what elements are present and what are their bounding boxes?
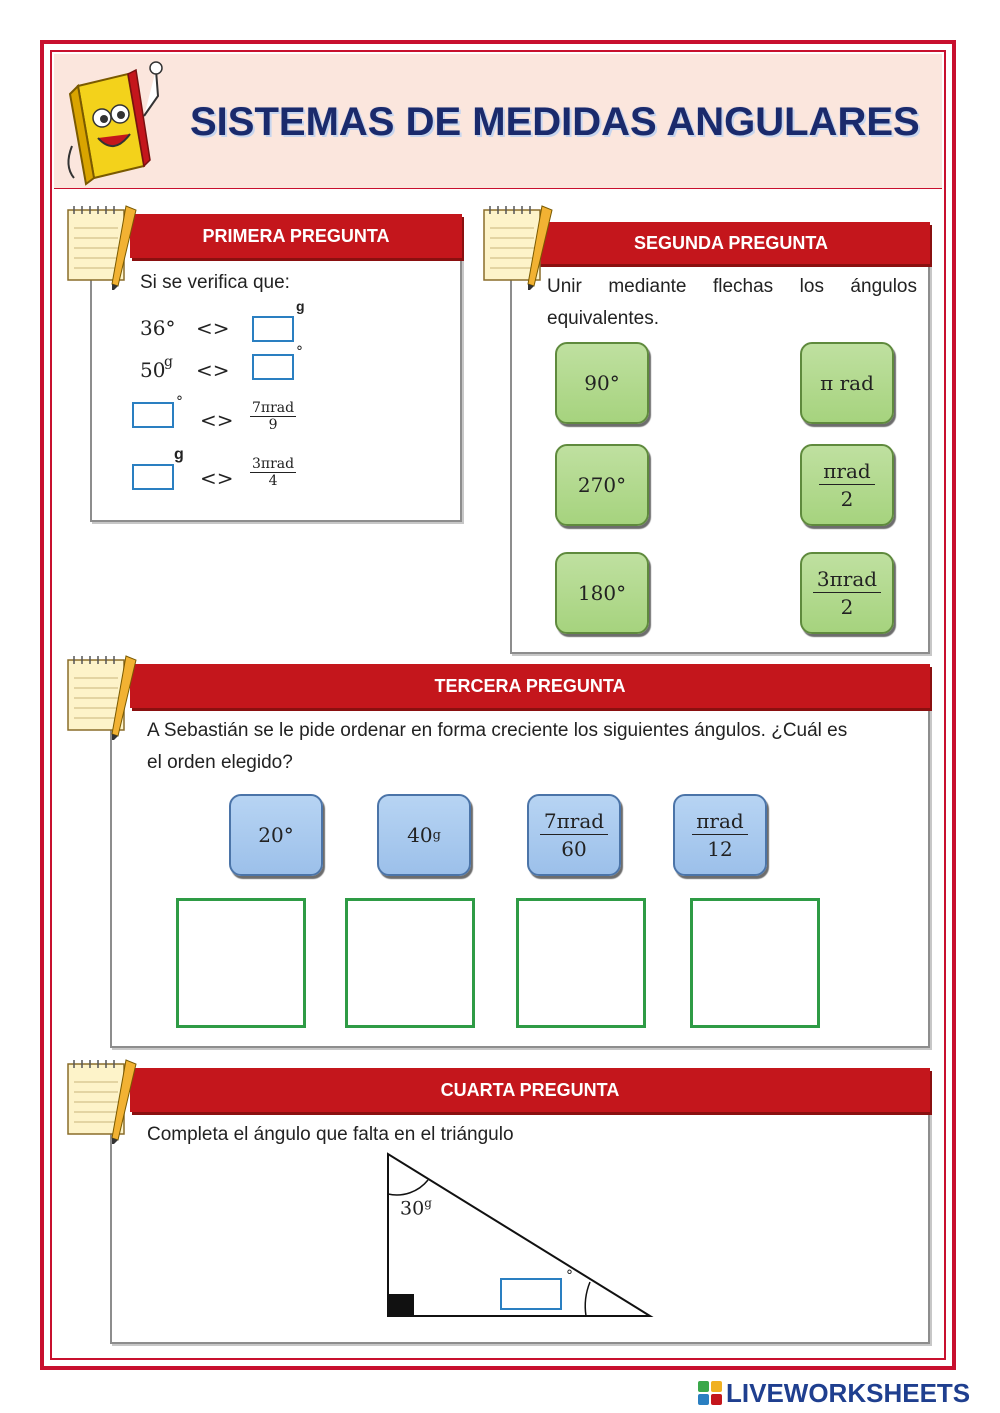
q2-instruction-line1: Unir mediante flechas los ángulos xyxy=(547,276,917,297)
q1-intro: Si se verifica que: xyxy=(140,272,290,293)
book-mascot-icon xyxy=(67,61,163,186)
q1-row3-input[interactable] xyxy=(132,402,174,428)
q2-left-tile[interactable]: 90° xyxy=(555,342,649,424)
q2-banner: SEGUNDA PREGUNTA xyxy=(532,222,930,264)
q1-row1-value: 36° xyxy=(140,316,176,340)
q1-row2-value-sup: g xyxy=(164,354,173,370)
q2-left-tile[interactable]: 270° xyxy=(555,444,649,526)
notepad-icon xyxy=(67,205,137,290)
q4-banner: CUARTA PREGUNTA xyxy=(130,1068,930,1112)
q1-row2-op: <> xyxy=(196,358,230,382)
q2-instruction-line2: equivalentes. xyxy=(547,308,659,329)
q2-right-tile[interactable]: π rad xyxy=(800,342,894,424)
q1-row4-unit: g xyxy=(174,446,184,463)
header xyxy=(54,54,942,189)
q3-instruction-line1: A Sebastián se le pide ordenar en forma … xyxy=(147,720,848,741)
q3-angle-tile[interactable]: 20° xyxy=(229,794,323,876)
q4-answer-unit: ° xyxy=(566,1268,573,1284)
q1-row4-op: <> xyxy=(200,466,234,490)
q1-row2-unit: ° xyxy=(296,344,303,360)
outer-frame xyxy=(40,40,956,1370)
q4-angle-label: 30g xyxy=(400,1196,432,1220)
q3-drop-slot[interactable] xyxy=(690,898,820,1028)
q1-row1-op: <> xyxy=(196,316,230,340)
notepad-icon xyxy=(67,1059,137,1144)
q3-banner: TERCERA PREGUNTA xyxy=(130,664,930,708)
q2-left-tile[interactable]: 180° xyxy=(555,552,649,634)
right-triangle-diagram xyxy=(387,1152,654,1317)
q1-row2-input[interactable] xyxy=(252,354,294,380)
liveworksheets-logo: LIVEWORKSHEETS xyxy=(698,1378,970,1408)
notepad-icon xyxy=(67,655,137,740)
notepad-icon xyxy=(483,205,553,290)
page-title: SISTEMAS DE MEDIDAS ANGULARES xyxy=(190,100,920,144)
brand-icon xyxy=(698,1381,722,1405)
q4-instruction: Completa el ángulo que falta en el trián… xyxy=(147,1124,514,1145)
q1-row1-unit: g xyxy=(296,298,305,314)
q3-drop-slot[interactable] xyxy=(176,898,306,1028)
q1-row3-unit: ° xyxy=(176,394,183,410)
q1-row2-value: 50 xyxy=(140,358,166,382)
q4-card xyxy=(110,1090,930,1344)
q1-banner: PRIMERA PREGUNTA xyxy=(130,214,462,258)
q3-instruction-line2: el orden elegido? xyxy=(147,752,293,773)
q1-row4-input[interactable] xyxy=(132,464,174,490)
q3-drop-slot[interactable] xyxy=(516,898,646,1028)
q4-answer-input[interactable] xyxy=(500,1278,562,1310)
brand-name: LIVEWORKSHEETS xyxy=(726,1377,971,1408)
q1-row1-input[interactable] xyxy=(252,316,294,342)
q3-drop-slot[interactable] xyxy=(345,898,475,1028)
q1-row3-op: <> xyxy=(200,408,234,432)
